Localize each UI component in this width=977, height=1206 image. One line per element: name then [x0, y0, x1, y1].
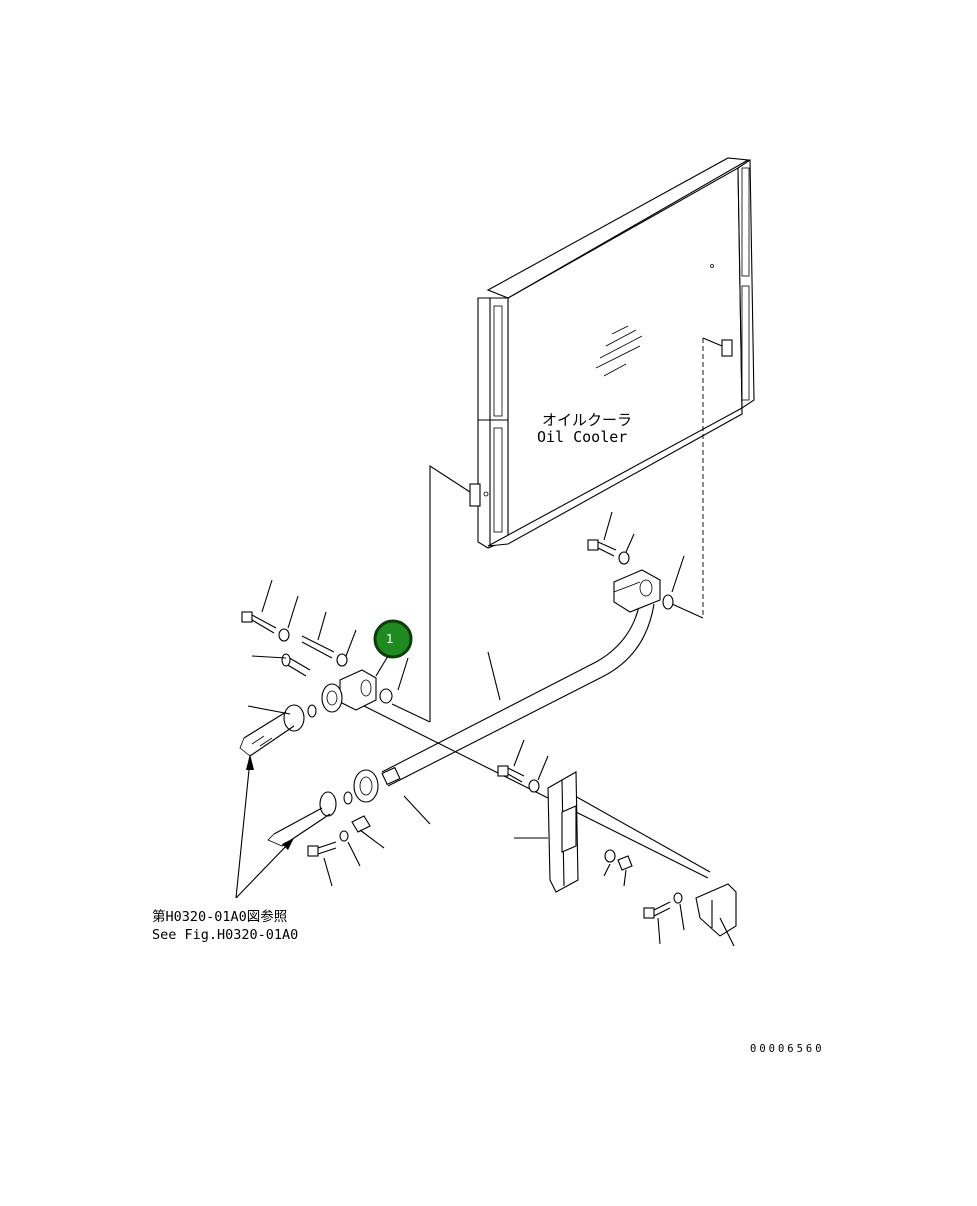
- reference-label-en: See Fig.H0320-01A0: [152, 927, 298, 943]
- reference-label-jp: 第H0320-01A0図参照: [152, 908, 287, 925]
- oil-cooler-label-jp: オイルクーラ: [542, 411, 632, 429]
- mounting-bracket: [497, 765, 633, 893]
- lower-bracket: [643, 883, 737, 937]
- oil-cooler: オイルクーラ Oil Cooler: [469, 157, 755, 549]
- figure-number: 00006560: [750, 1043, 825, 1055]
- callout-1[interactable]: 1: [373, 619, 413, 677]
- upper-fittings: [239, 611, 393, 757]
- cooler-bolt-set: [587, 539, 674, 610]
- reference-arrows: 第H0320-01A0図参照 See Fig.H0320-01A0: [152, 754, 298, 943]
- callout-1-number: 1: [386, 632, 394, 646]
- lower-fittings: [267, 791, 371, 857]
- oil-pipe: [353, 569, 661, 803]
- oil-cooler-label-en: Oil Cooler: [537, 428, 627, 446]
- callout-1-marker[interactable]: [373, 619, 413, 659]
- leader-lines: [247, 511, 735, 947]
